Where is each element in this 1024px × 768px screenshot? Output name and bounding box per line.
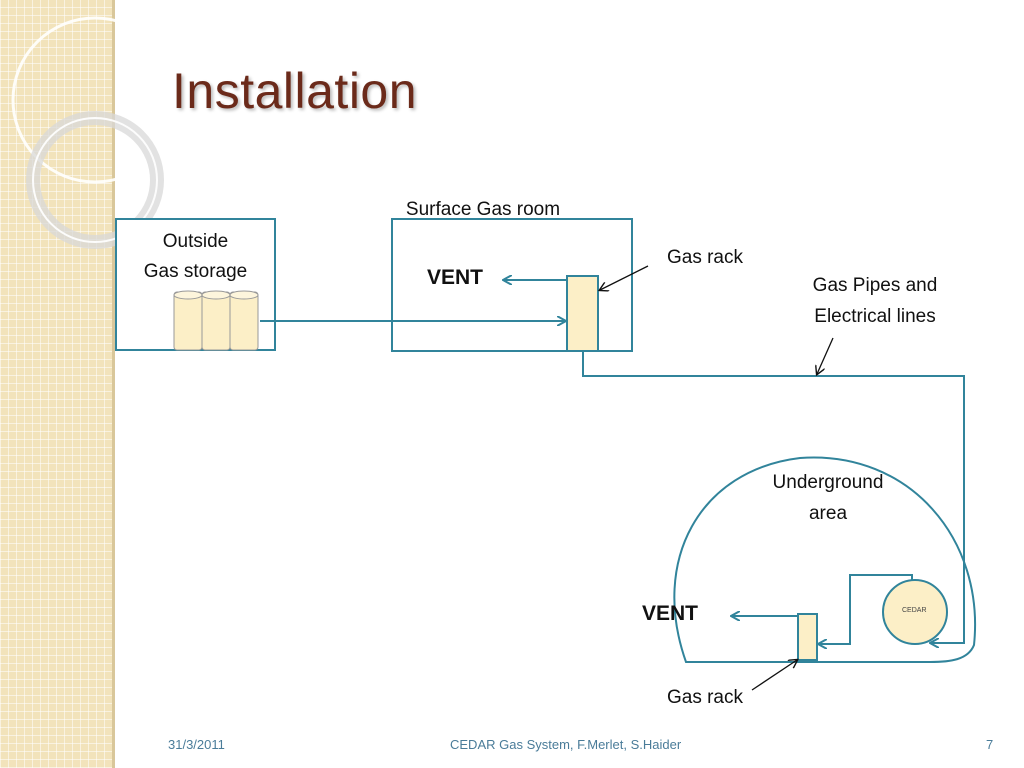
outside-storage-label-line2: Gas storage — [143, 261, 248, 282]
sidebar-divider — [112, 0, 115, 768]
vent-bottom-label: VENT — [642, 602, 699, 625]
gas-rack-bottom-label: Gas rack — [666, 687, 744, 708]
slide-title: Installation — [172, 63, 418, 119]
footer-center: CEDAR Gas System, F.Merlet, S.Haider — [450, 737, 682, 752]
gas-rack-top-label: Gas rack — [666, 247, 744, 268]
cedar-to-rack-pipe — [819, 574, 913, 644]
main-pipe-route — [582, 351, 965, 643]
gas-rack-top-pointer — [600, 265, 649, 290]
surface-gas-room-label: Surface Gas room — [405, 199, 561, 220]
vent-top-label: VENT — [427, 266, 484, 289]
pipes-pointer — [817, 337, 834, 374]
underground-area-outline — [673, 456, 977, 663]
underground-label-line1: Underground — [772, 472, 884, 493]
cedar-detector — [882, 579, 948, 645]
footer-page-number: 7 — [986, 737, 994, 752]
outside-storage-label-line1: Outside — [162, 231, 229, 252]
surface-gas-rack — [566, 275, 599, 352]
pipes-label-line2: Electrical lines — [814, 306, 936, 327]
gas-bottles — [173, 290, 259, 351]
underground-label-line2: area — [808, 503, 848, 524]
pipes-label-line1: Gas Pipes and — [812, 275, 938, 296]
cedar-label: CEDAR — [902, 607, 927, 614]
underground-gas-rack — [797, 613, 818, 661]
footer-date: 31/3/2011 — [168, 737, 225, 752]
gas-rack-bottom-pointer — [751, 660, 797, 691]
